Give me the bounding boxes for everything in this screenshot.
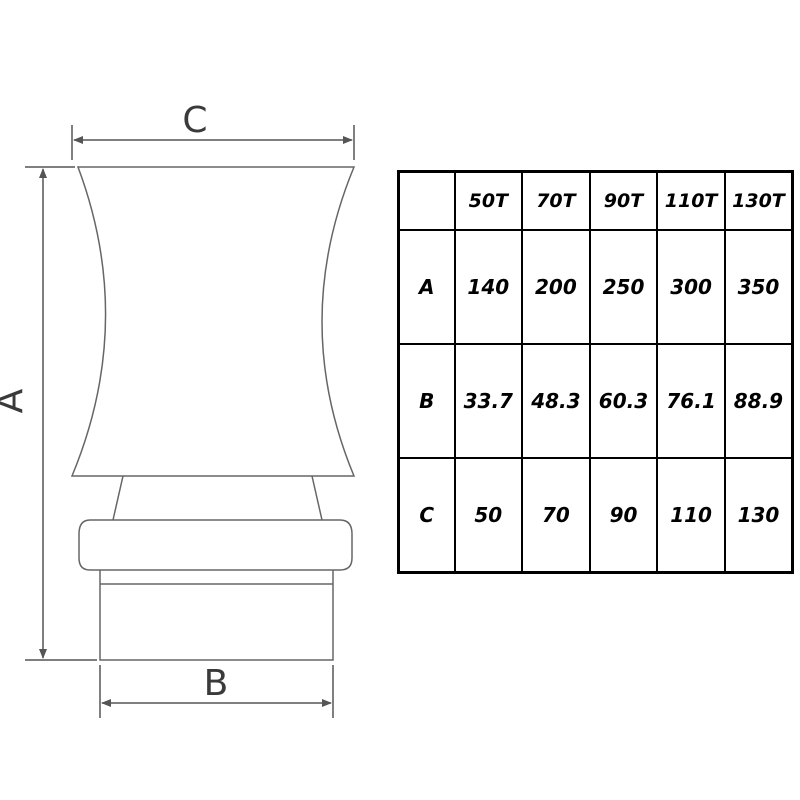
table-row-c: C 50 70 90 110 130	[397, 457, 794, 574]
base-tube	[99, 570, 334, 661]
row-label: B	[397, 343, 456, 459]
table-cell: 110	[656, 457, 726, 574]
table-cell: 88.9	[723, 343, 794, 459]
table-cell: 33.7	[453, 343, 524, 459]
dimension-c-label: C	[182, 100, 207, 141]
technical-drawing: C A B	[0, 100, 356, 718]
header-cell: 130T	[723, 170, 794, 231]
table-cell: 76.1	[656, 343, 726, 459]
row-label: C	[397, 457, 456, 574]
dimension-a-label: A	[0, 388, 31, 413]
table-cell: 50	[453, 457, 524, 574]
table-cell: 350	[723, 229, 794, 345]
header-cell: 50T	[453, 170, 524, 231]
header-cell	[397, 170, 456, 231]
table-cell: 90	[588, 457, 659, 574]
dimension-c	[71, 125, 355, 160]
top-spool-body	[70, 166, 356, 477]
table-cell: 70	[521, 457, 591, 574]
product-outline	[70, 166, 356, 661]
table-cell: 48.3	[521, 343, 591, 459]
dimension-b	[99, 665, 334, 718]
table-cell: 250	[588, 229, 659, 345]
table-cell: 130	[723, 457, 794, 574]
row-label: A	[397, 229, 456, 345]
table-row-a: A 140 200 250 300 350	[397, 229, 794, 345]
table-cell: 140	[453, 229, 524, 345]
neck	[112, 475, 323, 521]
header-cell: 110T	[656, 170, 726, 231]
collar-ring	[78, 519, 353, 571]
table-cell: 60.3	[588, 343, 659, 459]
header-cell: 70T	[521, 170, 591, 231]
header-cell: 90T	[588, 170, 659, 231]
table-header-row: 50T 70T 90T 110T 130T	[397, 170, 794, 231]
table-row-b: B 33.7 48.3 60.3 76.1 88.9	[397, 343, 794, 459]
table-cell: 200	[521, 229, 591, 345]
table-cell: 300	[656, 229, 726, 345]
dimension-b-label: B	[204, 663, 229, 704]
size-table: 50T 70T 90T 110T 130T A 140 200 250 300 …	[397, 170, 794, 574]
dimension-a	[25, 166, 97, 661]
